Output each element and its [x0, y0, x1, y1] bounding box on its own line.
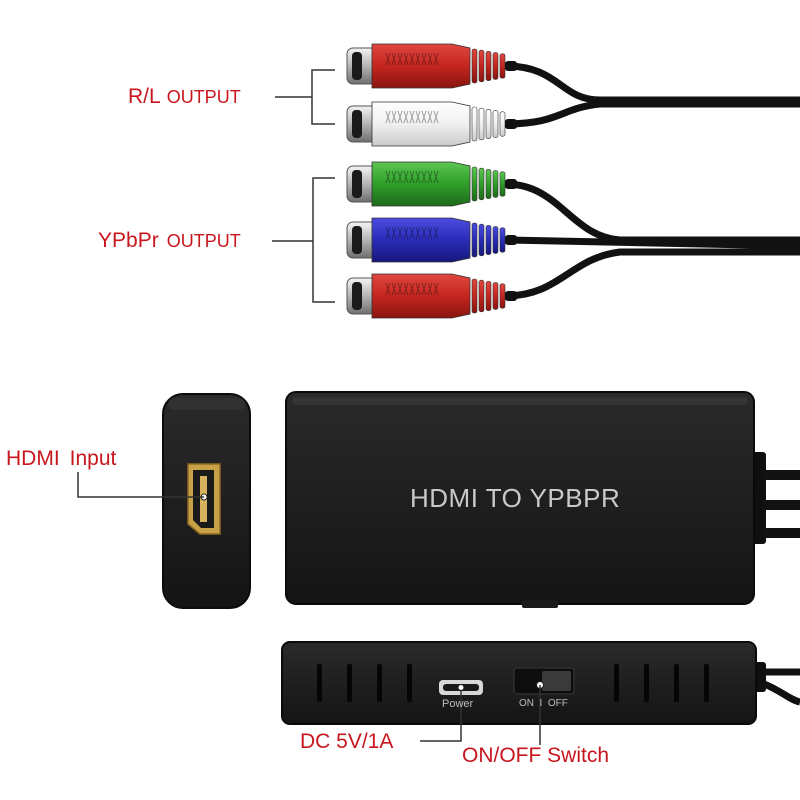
rl-bracket	[275, 69, 335, 125]
dc-label: DC 5V/1A	[300, 730, 394, 753]
ypbpr-main: YPbPr	[98, 229, 159, 252]
hdmi-leader-line	[77, 472, 204, 498]
dc-leader-line	[420, 691, 462, 742]
ypbpr-output-label: YPbPr OUTPUT	[98, 230, 241, 251]
rca-cables	[501, 62, 800, 300]
hdmi-port-icon	[187, 463, 221, 535]
rca-white-audio-l	[346, 101, 517, 147]
rca-red-pr	[346, 273, 517, 319]
on-off-switch-icon	[513, 667, 575, 695]
rca-blue-pb	[346, 217, 517, 263]
ypbpr-bracket	[272, 177, 335, 303]
power-port-icon	[439, 680, 483, 695]
ypbpr-sub: OUTPUT	[166, 231, 241, 251]
rl-main: R/L	[128, 85, 161, 108]
converter-top-view	[285, 391, 800, 608]
hdmi-input-label: HDMI Input	[6, 448, 116, 469]
device-title: HDMI TO YPBPR	[410, 483, 621, 513]
power-label: Power	[442, 698, 474, 710]
rl-sub: OUTPUT	[166, 87, 241, 107]
hdmi-b: Input	[69, 447, 117, 470]
switch-annotation: ON/OFF Switch	[462, 744, 610, 767]
hdmi-input-end	[162, 393, 251, 609]
converter-side-view	[281, 641, 800, 725]
rca-green-y	[346, 161, 517, 207]
switch-label: ON I OFF	[519, 698, 568, 709]
rca-red-audio-r	[346, 43, 517, 89]
hdmi-a: HDMI	[6, 447, 60, 470]
